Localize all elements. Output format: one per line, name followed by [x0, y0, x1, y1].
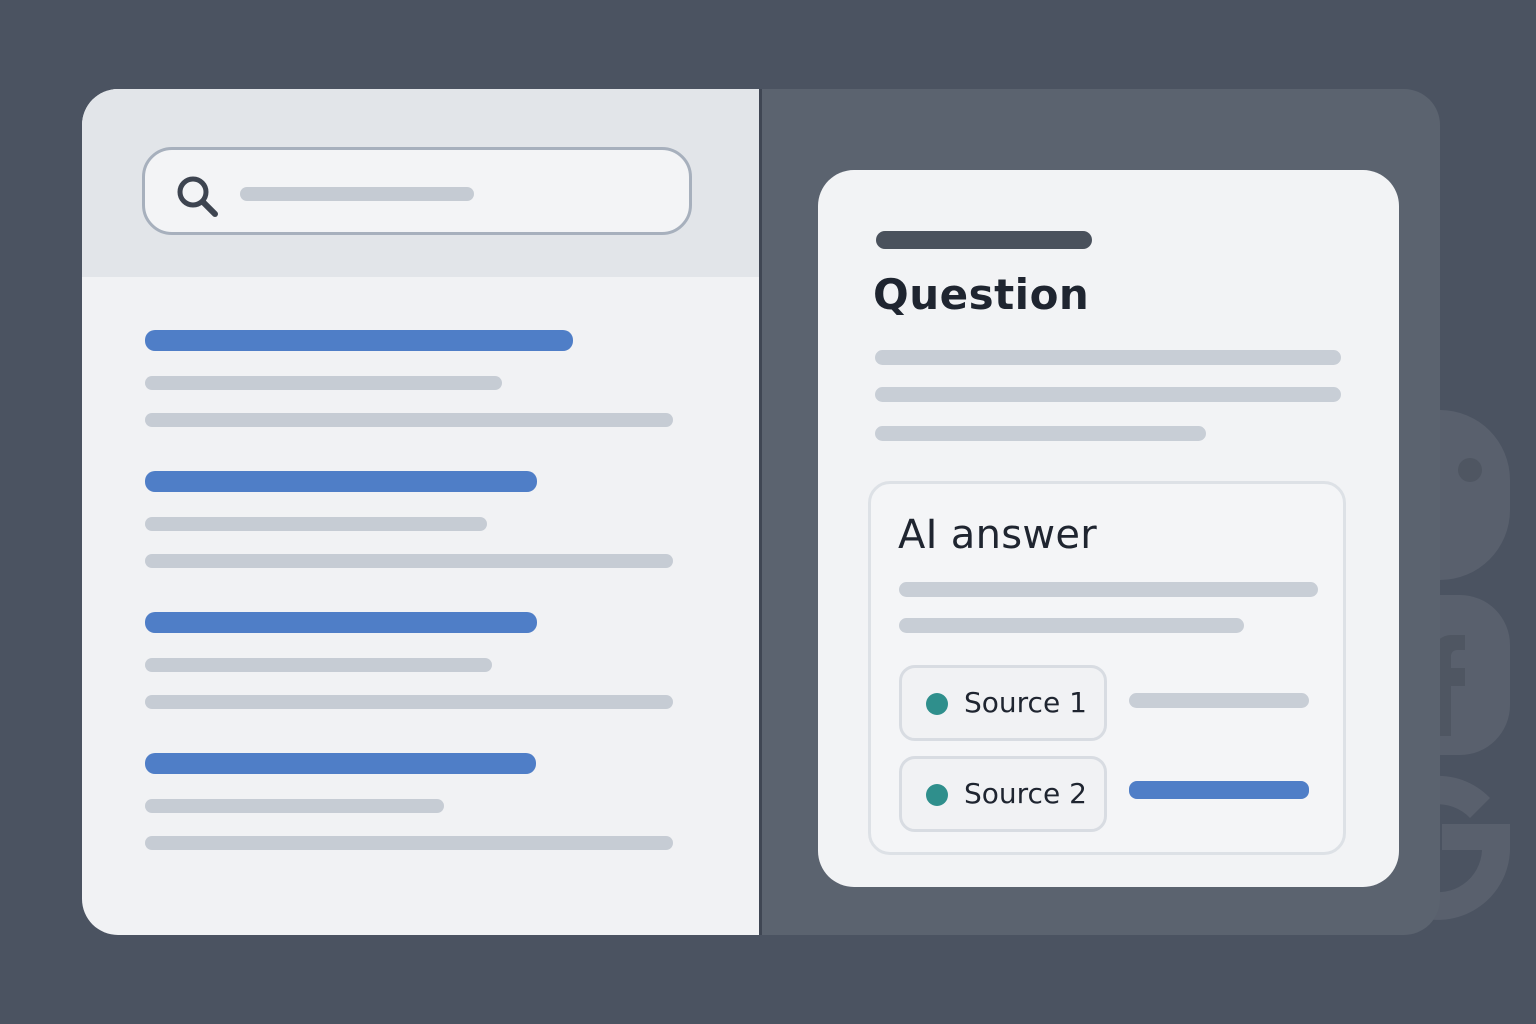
search-input[interactable]: [142, 147, 692, 235]
search-icon: [177, 176, 218, 217]
answer-text-line: [899, 618, 1244, 633]
panel-divider: [759, 89, 762, 935]
source-dot: [926, 693, 948, 715]
ai-answer-box: AI answer Source 1 Source 2: [868, 481, 1346, 855]
source-2-link-bar[interactable]: [1129, 781, 1309, 799]
search-placeholder-bar: [240, 187, 474, 201]
source-label: Source 2: [964, 777, 1087, 810]
source-2-chip[interactable]: Source 2: [899, 756, 1107, 832]
result-snippet-line: [145, 554, 673, 568]
question-text-line: [875, 426, 1206, 441]
result-snippet-line: [145, 376, 502, 390]
search-header: [82, 89, 760, 277]
result-snippet-line: [145, 413, 673, 427]
question-text-line: [875, 350, 1341, 365]
source-dot: [926, 784, 948, 806]
source-label: Source 1: [964, 686, 1087, 719]
result-snippet-line: [145, 836, 673, 850]
result-snippet-line: [145, 658, 492, 672]
card-header-bar: [876, 231, 1092, 249]
result-title-link[interactable]: [145, 753, 536, 774]
result-snippet-line: [145, 799, 444, 813]
result-title-link[interactable]: [145, 612, 537, 633]
result-title-link[interactable]: [145, 330, 573, 351]
search-results-panel: [82, 89, 760, 935]
result-snippet-line: [145, 695, 673, 709]
result-title-link[interactable]: [145, 471, 537, 492]
answer-title: AI answer: [898, 512, 1098, 558]
result-snippet-line: [145, 517, 487, 531]
answer-text-line: [899, 582, 1318, 597]
ai-answer-card: Question AI answer Source 1 Source 2: [818, 170, 1399, 887]
source-1-snippet-bar: [1129, 693, 1309, 708]
source-1-chip[interactable]: Source 1: [899, 665, 1107, 741]
question-title: Question: [873, 270, 1090, 319]
question-text-line: [875, 387, 1341, 402]
